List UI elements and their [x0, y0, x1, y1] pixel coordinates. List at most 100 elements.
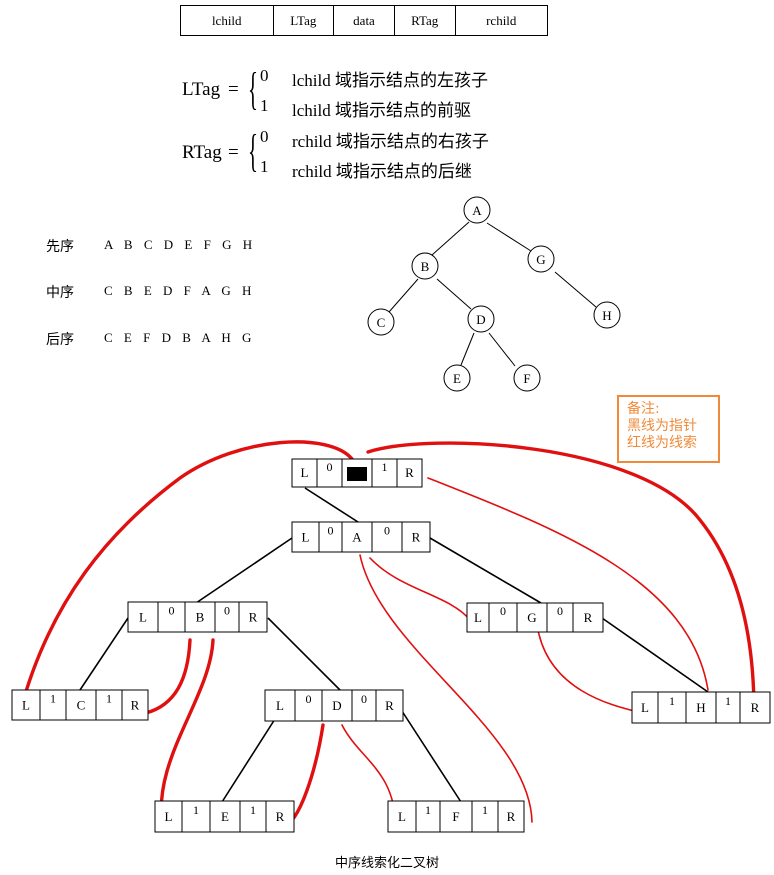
node-f-cell-3: [471, 800, 499, 833]
tree-label-f: F: [523, 371, 530, 386]
node-h-label-0: L: [641, 700, 649, 715]
field-rtag: RTag: [395, 6, 456, 35]
tree-edge-b-d: [436, 278, 472, 310]
node-g-cell-1: [488, 602, 518, 633]
note-line-pointers: 黑线为指针: [627, 418, 697, 434]
node-g-cell-4: [572, 602, 604, 633]
node-d-cell-3: [351, 689, 377, 722]
pointer-lines: [79, 487, 709, 803]
node-c-label-0: L: [22, 698, 30, 713]
node-head-cell-0: [291, 458, 318, 488]
node-f-label-3: 1: [482, 803, 488, 817]
field-ltag: LTag: [274, 6, 335, 35]
node-head-label-0: L: [301, 465, 309, 480]
node-head-label-3: 1: [382, 460, 388, 474]
tree-node-a: [463, 196, 491, 224]
pointer-a-b: [195, 537, 293, 604]
ltag-desc-1: lchild 域指示结点的前驱: [292, 101, 471, 120]
node-g-label-4: R: [584, 610, 593, 625]
ltag-value-1: 1: [260, 96, 269, 115]
node-b-label-3: 0: [224, 604, 230, 618]
tree-label-h: H: [602, 308, 611, 323]
node-d-label-4: R: [385, 698, 394, 713]
pointer-a-g: [429, 537, 542, 604]
thread-head-rchild-to-a: [366, 441, 756, 714]
rtag-name: RTag: [182, 142, 222, 163]
node-e-cell-4: [265, 800, 295, 833]
node-c-cell-1: [39, 689, 67, 721]
tree-node-c: [367, 308, 395, 336]
node-e-cell-0: [154, 800, 183, 833]
thread-h-rchild-to-head: [427, 477, 709, 691]
node-h-label-2: H: [696, 700, 705, 715]
thread-c-to-b: [144, 638, 192, 715]
note-box: 备注: 黑线为指针 红线为线索: [617, 395, 720, 463]
field-rchild: rchild: [486, 12, 517, 28]
node-b-label-1: 0: [169, 604, 175, 618]
preorder-seq: A B C D E F G H: [104, 237, 257, 252]
head-data-block: [347, 467, 367, 481]
node-g-label-2: G: [527, 610, 536, 625]
node-head-cell-4: [396, 458, 423, 488]
tree-edge-d-f: [488, 332, 516, 367]
tree-node-e: [443, 364, 471, 392]
tree-edge-a-b: [431, 221, 470, 256]
node-g-cell-2: [516, 602, 548, 633]
node-d-cell-1: [294, 689, 323, 722]
node-f-label-1: 1: [425, 803, 431, 817]
ltag-value-0: 0: [260, 66, 269, 85]
tree-node-g: [527, 245, 555, 273]
node-c-cell-4: [121, 689, 149, 721]
field-data: data: [334, 6, 395, 35]
pointer-g-h: [601, 617, 709, 693]
pointer-d-e: [221, 707, 283, 803]
tree-label-e: E: [453, 371, 461, 386]
node-d-label-1: 0: [306, 692, 312, 706]
node-b-label-4: R: [249, 610, 258, 625]
node-b-cell-4: [238, 601, 268, 633]
rtag-value-0: 0: [260, 127, 269, 146]
node-a-label-1: 0: [328, 524, 334, 538]
rtag-desc-1: rchild 域指示结点的后继: [292, 162, 472, 181]
tree-label-b: B: [421, 259, 430, 274]
node-e-label-3: 1: [250, 803, 256, 817]
node-f-cell-4: [497, 800, 525, 833]
inorder-seq: C B E D F A G H: [104, 283, 256, 298]
tree-node-f: [513, 364, 541, 392]
node-e-label-2: E: [221, 809, 229, 824]
node-head-cell-1: [316, 458, 343, 488]
tree-node-h: [593, 301, 621, 329]
node-c-label-3: 1: [106, 692, 112, 706]
tree-label-d: D: [476, 312, 485, 327]
node-d-label-2: D: [332, 698, 341, 713]
pointer-head-a: [304, 487, 359, 523]
node-head-label-4: R: [405, 465, 414, 480]
node-b-cell-3: [214, 601, 240, 633]
note-line-threads: 红线为线索: [627, 435, 697, 451]
rtag-desc-0: rchild 域指示结点的右孩子: [292, 132, 489, 151]
node-a-label-3: 0: [384, 524, 390, 538]
ltag-equals: =: [228, 79, 239, 100]
preorder-label: 先序: [46, 239, 74, 255]
thread-f-to-a: [359, 554, 533, 823]
node-c-cell-2: [65, 689, 97, 721]
node-g-label-1: 0: [500, 604, 506, 618]
node-structure-header: lchild LTag data RTag rchild: [180, 5, 548, 36]
node-b-label-0: L: [139, 610, 147, 625]
node-f-cell-2: [439, 800, 473, 833]
node-h-label-4: R: [751, 700, 760, 715]
node-c-label-1: 1: [50, 692, 56, 706]
node-e-label-4: R: [276, 809, 285, 824]
ltag-desc-0: lchild 域指示结点的左孩子: [292, 71, 488, 90]
node-head-label-1: 0: [327, 460, 333, 474]
node-a-label-2: A: [352, 530, 362, 545]
node-f-label-0: L: [398, 809, 406, 824]
tree-edge-g-h: [554, 271, 597, 308]
thread-h-lchild-to-g: [537, 629, 639, 713]
pointer-b-d: [267, 617, 341, 691]
